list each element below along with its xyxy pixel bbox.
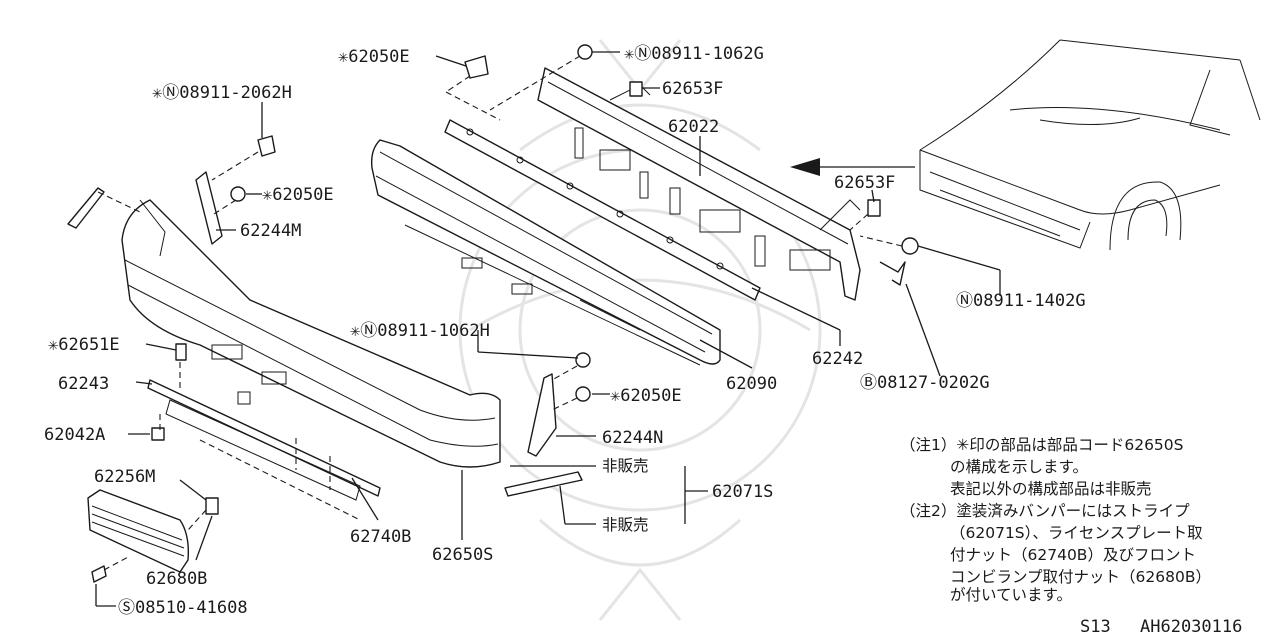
note-line-7: コンビランプ取付ナット（62680B） [950,568,1211,586]
note-line-4: （注2）塗装済みバンパーにはストライプ [900,501,1190,520]
bracket-62242 [444,119,761,301]
side-bracket-62244n [527,373,557,457]
label-62050e-left: ✳62050E [262,185,334,205]
label-62244m: 62244M [240,221,301,241]
label-62042a: 62042A [44,425,105,445]
footer: S13 AH62030116 [1080,617,1242,637]
label-not-for-sale-1: 非販売 [602,457,649,475]
plate-bracket-62243 [147,379,381,521]
note-line-8: が付いています。 [950,586,1072,604]
notes-block: （注1）✳印の部品は部品コード62650S の構成を示します。 表記以外の構成部… [900,436,1211,604]
side-strip-left [67,187,141,229]
label-08127-0202g: Ⓑ08127-0202G [860,373,990,393]
label-62650s: 62650S [432,545,493,565]
car-outline [919,39,1261,251]
label-62071s: 62071S [712,482,773,502]
bumper-armature-62090 [370,139,721,366]
label-08911-1062g: ✳Ⓝ08911-1062G [624,44,764,64]
bumper-62650s [121,199,501,468]
label-62653f-top: 62653F [662,79,723,99]
footer-model: S13 [1080,617,1111,637]
label-62651e: ✳62651E [48,335,120,355]
part-labels: ✳62050E ✳Ⓝ08911-1062G 62653F ✳Ⓝ08911-206… [44,44,1086,618]
note-line-3: 表記以外の構成部品は非販売 [950,480,1152,498]
label-62256m: 62256M [94,467,155,487]
label-not-for-sale-2: 非販売 [602,516,649,534]
side-bracket-62244m [195,171,223,245]
label-62680b: 62680B [146,569,207,589]
label-62243: 62243 [58,374,109,394]
label-62090: 62090 [726,374,777,394]
assembly-lines [103,55,903,571]
direction-arrow [790,158,915,176]
label-08911-1402g: Ⓝ08911-1402G [956,291,1086,311]
label-08510-41608: Ⓢ08510-41608 [118,598,248,618]
label-62050e-top: ✳62050E [338,47,410,67]
footer-diagram-code: AH62030116 [1140,617,1242,637]
label-62244n: 62244N [602,428,663,448]
note-line-5: （62071S）、ライセンスプレート取 [950,524,1203,542]
stripe-62071s [504,471,583,497]
note-line-6: 付ナット（62740B）及びフロント [950,546,1196,564]
label-08911-2062h: ✳Ⓝ08911-2062H [152,83,292,103]
label-62653f-mid: 62653F [834,173,895,193]
label-62022: 62022 [668,117,719,137]
leader-lines [95,51,1001,607]
front-lamp-62256m [87,489,219,573]
label-62050e-right: ✳62050E [610,386,682,406]
note-line-2: の構成を示します。 [950,458,1088,476]
label-62740b: 62740B [350,527,411,547]
note-line-1: （注1）✳印の部品は部品コード62650S [900,436,1184,454]
reinforcement-62022 [537,67,861,301]
label-08911-1062h: ✳Ⓝ08911-1062H [350,321,490,341]
label-62242: 62242 [812,349,863,369]
